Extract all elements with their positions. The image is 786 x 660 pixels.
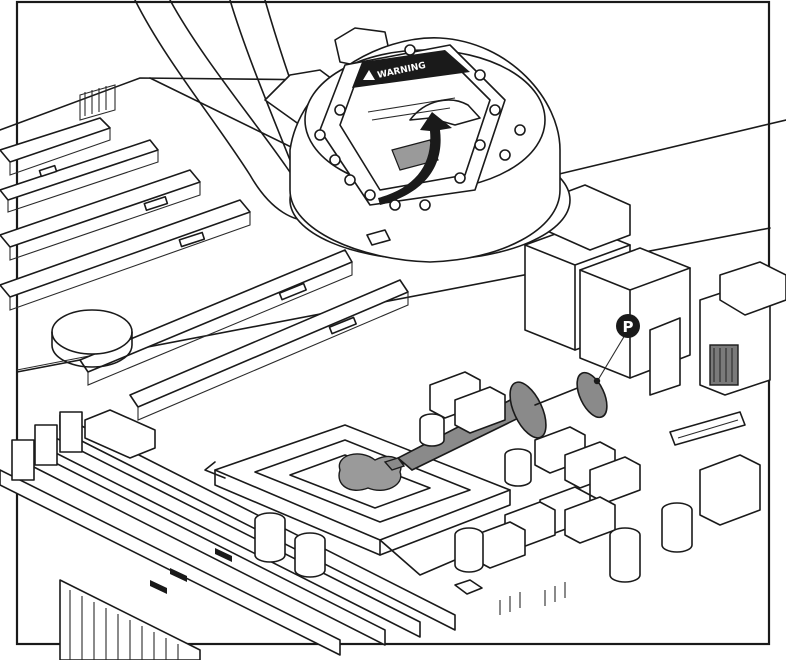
pcie-slot [0,139,159,213]
atx-power-connector [59,579,201,660]
pcie-slot [0,199,251,311]
peel-arrow-icon [378,112,452,205]
pcie-slot [0,169,201,261]
dimm-slot [0,469,341,656]
aio-pump-head: WARNING [264,27,571,263]
vrm-components [254,371,761,615]
chipset [84,409,156,459]
callout-marker: P [593,314,640,385]
warning-banner [352,50,470,88]
pcie-slots [0,84,409,421]
pcie-slot [79,249,353,386]
callout-marker-icon [616,314,640,338]
hand-illustration [409,99,481,126]
pump-screws [314,44,526,211]
cmos-battery [51,309,133,368]
rear-io-ports [524,184,786,446]
warning-triangle-icon [363,70,375,80]
pcie-slot [0,117,111,176]
pcie-slot [129,279,409,421]
callout-marker-label: P [623,318,634,336]
